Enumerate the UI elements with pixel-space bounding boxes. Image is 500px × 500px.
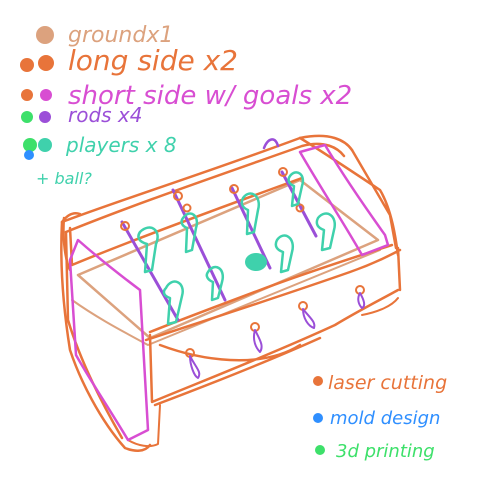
- back-rod-knob-2: [173, 191, 183, 201]
- player-5: [240, 192, 261, 236]
- rod-2: [171, 188, 227, 302]
- rods-dot-1: [21, 111, 33, 123]
- laser-cutting-dot: [313, 376, 323, 386]
- player-2: [162, 280, 184, 326]
- ball: [245, 253, 267, 271]
- long-side-label: long side x2: [68, 44, 238, 77]
- manufacturing-legend: laser cutting mold design 3d printing: [313, 372, 447, 462]
- back-rod-knob-5: [295, 203, 305, 213]
- long-side-dot-2: [38, 55, 54, 71]
- players-dot-3: [38, 138, 52, 152]
- player-8: [315, 212, 337, 252]
- left-goal-panel: [68, 238, 150, 442]
- ground-label: groundx1: [68, 23, 173, 48]
- right-short-side: [298, 136, 400, 257]
- player-6: [274, 234, 295, 274]
- player-3: [180, 212, 199, 254]
- players-dot-2: [24, 150, 34, 160]
- back-rod-knob-6: [182, 203, 192, 213]
- rod-handle-grip-3: [302, 308, 316, 329]
- ground-surface: [76, 178, 380, 340]
- rod-handle-grip-4: [357, 292, 366, 309]
- rod-handle-grip-1: [189, 355, 201, 379]
- ground-dot: [36, 26, 54, 44]
- rod-handle-grip-2: [252, 329, 263, 353]
- short-side-label: short side w/ goals x2: [68, 81, 352, 111]
- long-side-dot-1: [20, 58, 34, 72]
- mold-design-label: mold design: [330, 408, 440, 429]
- players: [137, 171, 337, 326]
- back-rod-knob-1: [120, 221, 130, 231]
- 3d-printing-label: 3d printing: [336, 441, 435, 462]
- back-rod-knobs: [120, 167, 305, 231]
- short-side-dot-1: [21, 89, 33, 101]
- front-long-side: [144, 243, 402, 407]
- back-rod-knob-3: [229, 184, 239, 194]
- parts-list: groundx1 long side x2 short side w/ goal…: [20, 23, 352, 188]
- foosball-table: [60, 134, 402, 452]
- player-1: [137, 226, 159, 274]
- right-goal-panel: [298, 143, 390, 257]
- 3d-printing-dot: [315, 445, 325, 455]
- back-rod-knob-4: [278, 167, 288, 177]
- short-side-dot-2: [40, 89, 52, 101]
- ground-surface-edge: [71, 249, 381, 346]
- mold-design-dot: [313, 413, 323, 423]
- players-label: players x 8: [65, 133, 177, 157]
- players-dot-1: [23, 138, 37, 152]
- rod-handles: [185, 285, 366, 379]
- laser-cutting-label: laser cutting: [328, 372, 447, 394]
- front-long-side-bottom: [127, 297, 399, 448]
- rods-label: rods x4: [68, 103, 143, 127]
- rod-3: [230, 186, 272, 270]
- rod-4-top: [262, 138, 280, 150]
- player-4: [205, 265, 225, 302]
- player-7: [287, 171, 305, 208]
- back-long-side: [60, 134, 354, 272]
- rods-dot-2: [39, 111, 51, 123]
- ball-note: + ball?: [36, 169, 92, 188]
